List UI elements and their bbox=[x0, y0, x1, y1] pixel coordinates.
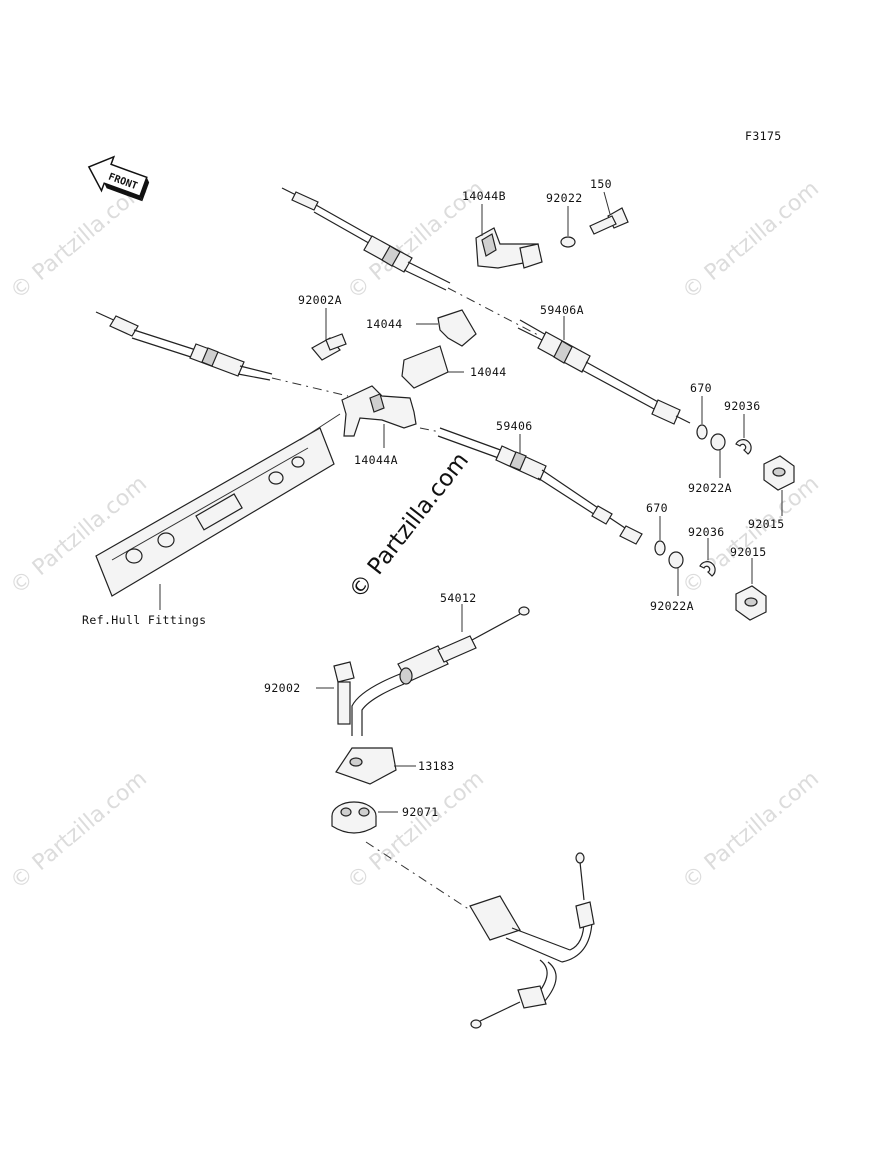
label-92022a-top: 92022A bbox=[688, 481, 732, 495]
clip-92036-bot bbox=[699, 561, 716, 577]
center-watermark: © Partzilla.com bbox=[344, 448, 474, 604]
leader-lines bbox=[159, 191, 783, 813]
plate-13183 bbox=[335, 747, 397, 785]
watermark: © Partzilla.com bbox=[6, 766, 152, 894]
bolt-150 bbox=[589, 207, 629, 235]
washer-92022a-top bbox=[710, 433, 726, 451]
label-14044-mid: 14044 bbox=[470, 365, 507, 379]
label-92015-bot: 92015 bbox=[730, 545, 767, 559]
label-14044a: 14044A bbox=[354, 453, 398, 467]
label-670-top: 670 bbox=[690, 381, 712, 395]
label-150: 150 bbox=[590, 177, 612, 191]
label-13183: 13183 bbox=[418, 759, 455, 773]
label-92036-bot: 92036 bbox=[688, 525, 725, 539]
washer-92022 bbox=[560, 236, 576, 248]
o-ring-670-bot bbox=[654, 540, 666, 556]
label-92002a: 92002A bbox=[298, 293, 342, 307]
watermark: © Partzilla.com bbox=[678, 176, 824, 304]
washer-92022a-bot bbox=[668, 551, 684, 569]
label-92036-top: 92036 bbox=[724, 399, 761, 413]
label-14044b: 14044B bbox=[462, 189, 506, 203]
bracket-14044b bbox=[475, 227, 543, 269]
label-92015-top: 92015 bbox=[748, 517, 785, 531]
bolt-92002 bbox=[333, 661, 355, 725]
cable-54012 bbox=[351, 606, 530, 736]
label-92022: 92022 bbox=[546, 191, 583, 205]
label-59406a: 59406A bbox=[540, 303, 584, 317]
label-92071: 92071 bbox=[402, 805, 439, 819]
bracket-14044a bbox=[341, 385, 417, 437]
front-arrow-icon: FRONT bbox=[87, 155, 150, 202]
nut-92015-top bbox=[763, 455, 795, 491]
bolt-92002a bbox=[311, 333, 347, 361]
label-92022a-bot: 92022A bbox=[650, 599, 694, 613]
clamp-14044-mid bbox=[401, 345, 449, 389]
label-ref-hull-fittings: Ref.Hull Fittings bbox=[82, 613, 207, 627]
watermark: © Partzilla.com bbox=[678, 766, 824, 894]
cable-59406 bbox=[95, 311, 643, 545]
label-670-bot: 670 bbox=[646, 501, 668, 515]
label-92002: 92002 bbox=[264, 681, 301, 695]
label-14044-top: 14044 bbox=[366, 317, 403, 331]
part-labels: 14044B 92022 150 92002A 14044 14044 5940… bbox=[82, 177, 785, 819]
label-54012: 54012 bbox=[440, 591, 477, 605]
o-ring-670-top bbox=[696, 424, 708, 440]
cable-59406a bbox=[281, 187, 691, 425]
clip-92036-top bbox=[735, 439, 752, 455]
figure-code: F3175 bbox=[745, 129, 782, 143]
grommet-92071 bbox=[331, 801, 377, 834]
cable-assembly-bottom bbox=[469, 852, 595, 1029]
label-59406: 59406 bbox=[496, 419, 533, 433]
clamp-14044-top bbox=[437, 309, 477, 347]
hull-plate bbox=[95, 413, 341, 597]
nut-92015-bot bbox=[735, 585, 767, 621]
